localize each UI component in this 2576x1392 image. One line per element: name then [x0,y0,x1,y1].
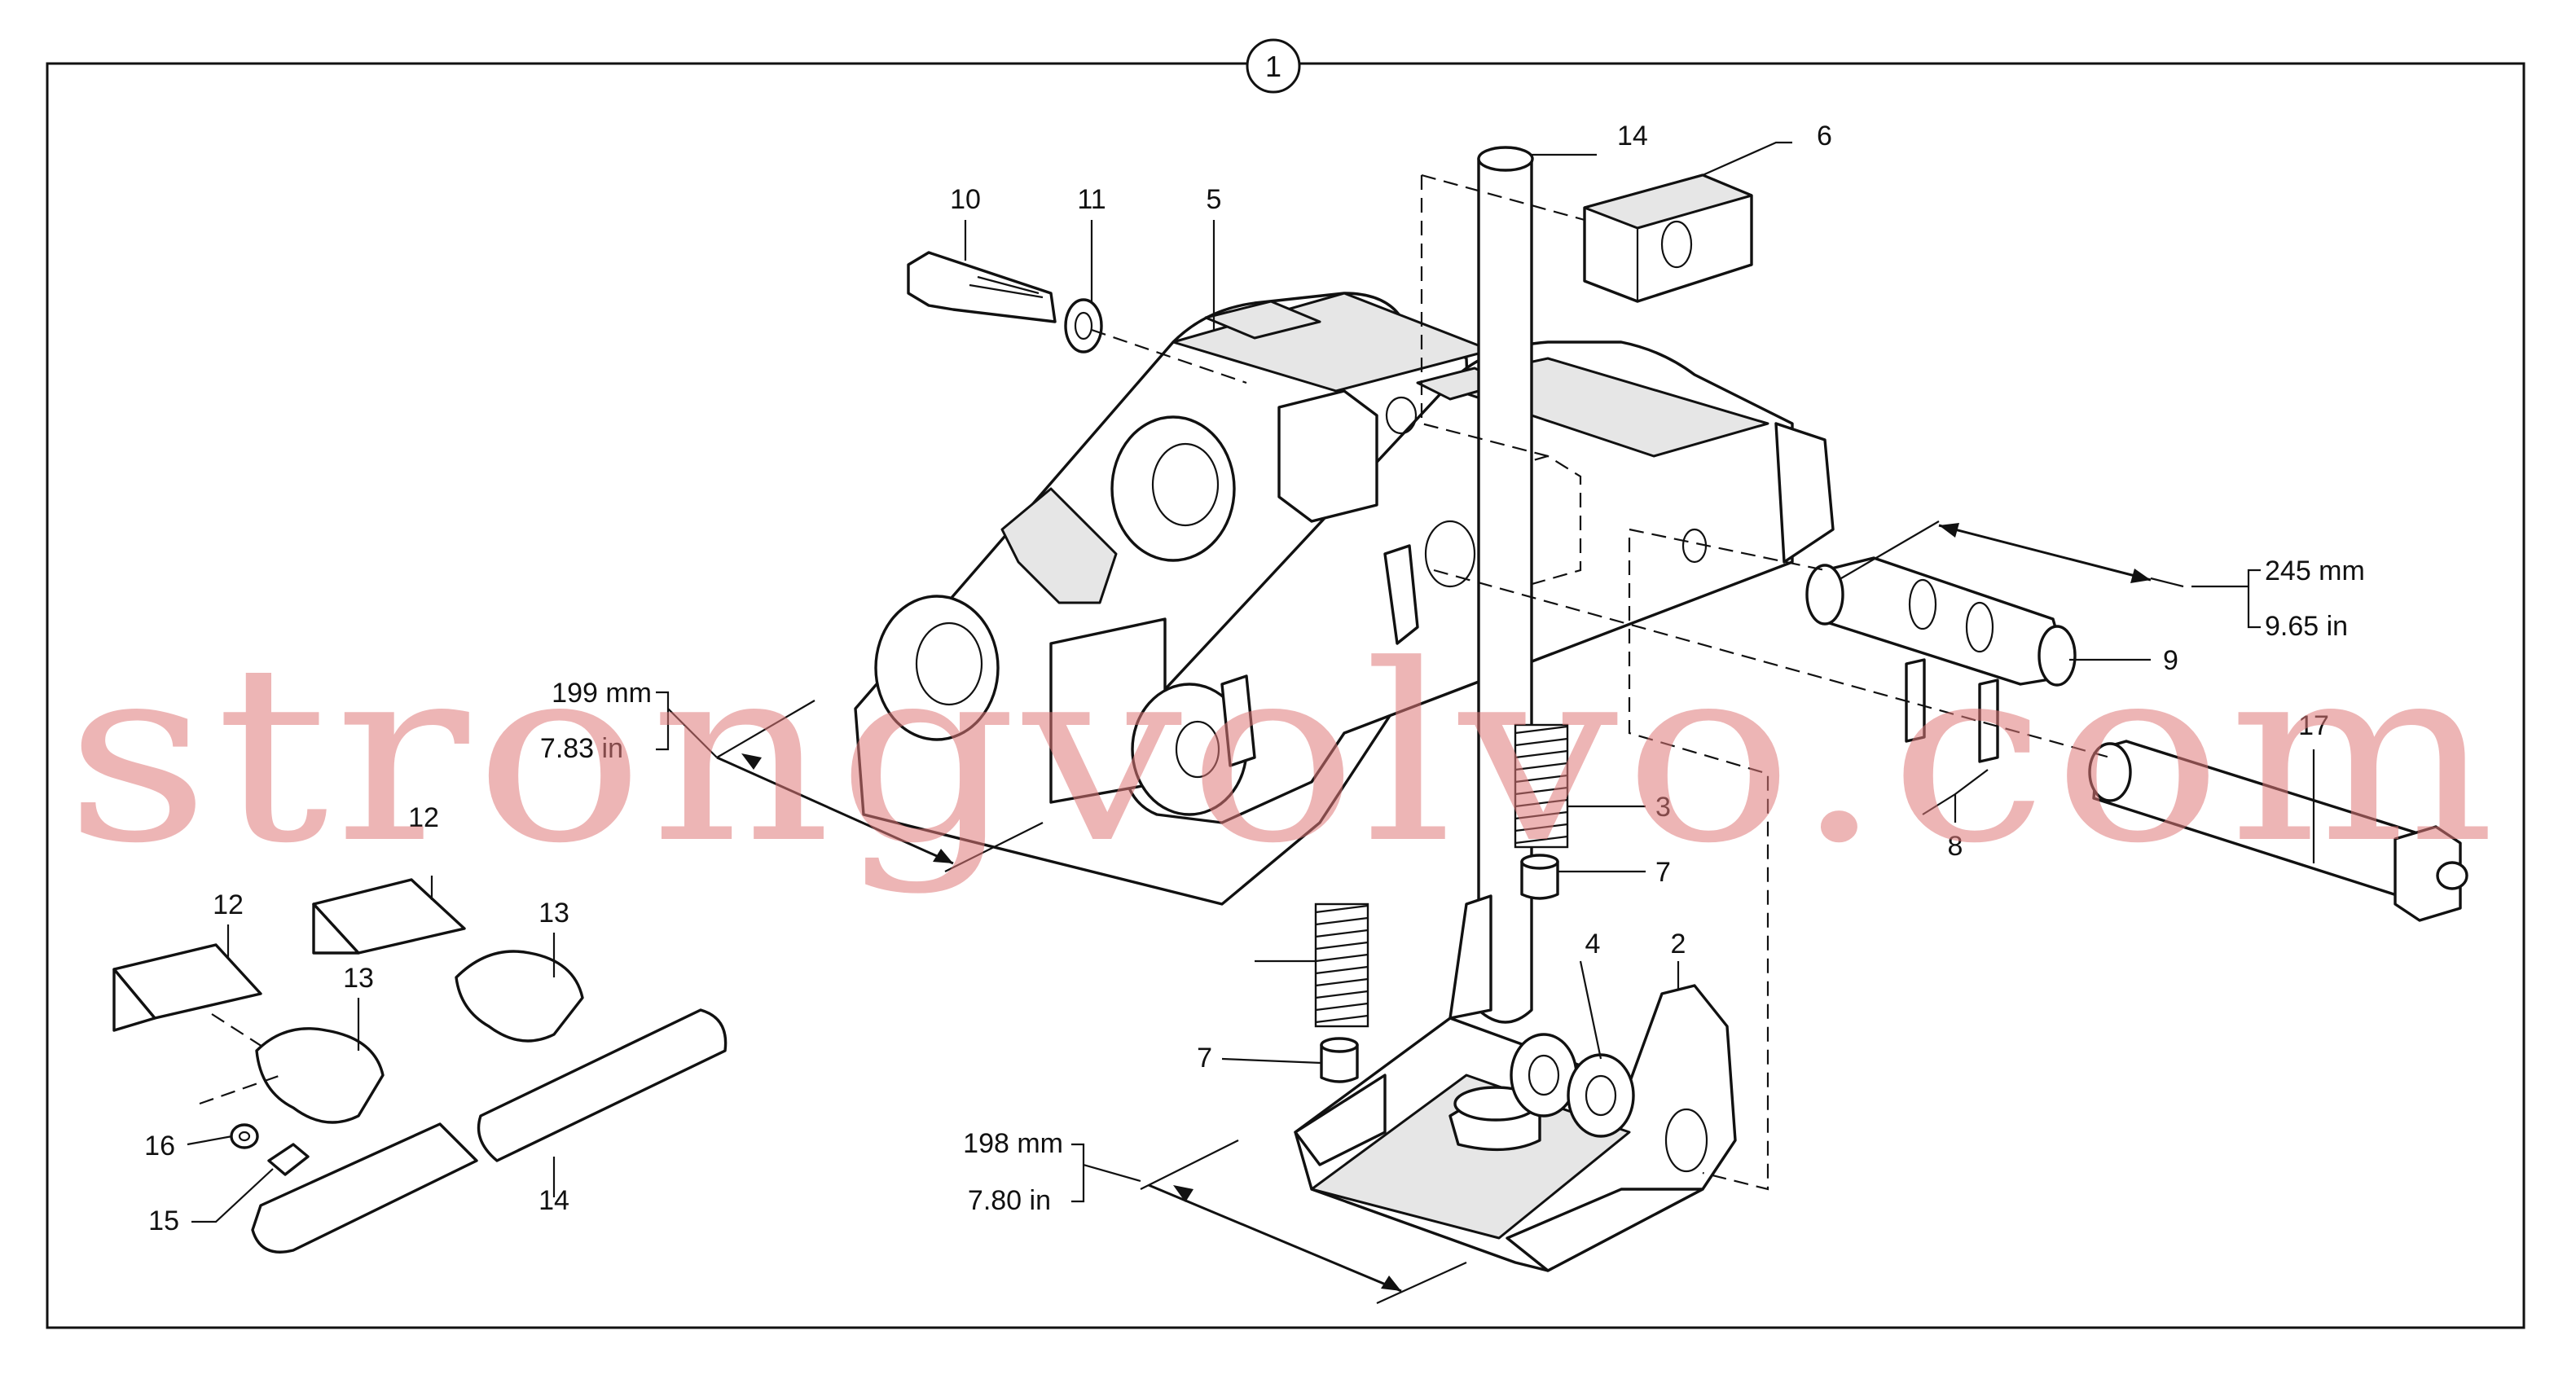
callout-7-left: 7 [1197,1043,1212,1074]
housing-side-wing [1774,422,1835,564]
view-number-badge: 1 [1246,38,1301,94]
callout-10: 10 [950,184,981,215]
callout-12-left: 12 [213,889,244,920]
housing-wedge-slot [1000,487,1118,604]
callout-2: 2 [1671,929,1686,959]
leader-lines [187,141,2315,1223]
housing-key-lower [1220,674,1256,767]
dimension-245: 245 mm 9.65 in [1840,520,2365,642]
dimension-245-imperial: 9.65 in [2265,611,2348,642]
sleeve-7-right [1520,854,1559,900]
washer-11 [1064,298,1103,353]
callout-9: 9 [2163,645,2178,676]
callout-16: 16 [144,1131,175,1161]
roll-pins-8 [1905,658,1999,763]
dimension-199-metric: 199 mm [552,678,652,709]
callout-17: 17 [2298,710,2329,741]
view-number: 1 [1265,50,1281,83]
callout-6: 6 [1817,121,1832,151]
housing-key-upper [1383,544,1419,645]
block-6 [1583,173,1753,303]
spring-3-right [1514,723,1569,849]
sleeve-7-left [1320,1037,1359,1083]
callout-3: 3 [1655,792,1671,823]
callout-11: 11 [1077,184,1106,215]
rod-14-lower [251,1008,728,1254]
callout-14-upper: 14 [1617,121,1648,151]
callout-12-right: 12 [408,802,439,833]
callout-labels: 14 6 10 11 5 9 17 8 3 7 4 2 7 12 12 13 1… [144,121,2329,1236]
callout-8: 8 [1948,831,1963,862]
washer-16 [230,1123,259,1149]
dimension-198-imperial: 7.80 in [968,1185,1051,1216]
assembly-lines [199,173,2111,1191]
watermark-text: strongvolvo.com [65,613,2501,897]
housing-hole-a [1385,396,1418,435]
housing-hole-c [1424,520,1476,588]
housing-pad-left [1204,300,1321,340]
callout-15: 15 [148,1205,179,1236]
bracket-12-right [312,878,466,955]
dimension-199: 199 mm 7.83 in [540,678,1044,872]
housing-bushing-upper [1110,415,1236,562]
callout-13-left: 13 [343,963,374,994]
dimension-199-imperial: 7.83 in [540,733,623,764]
housing-bushing-lower [874,595,1000,741]
bracket-12-left [112,943,262,1032]
pin-9 [1805,556,2077,687]
clip-13-right [455,950,584,1043]
spring-3-left [1314,902,1369,1028]
pin-17 [2088,740,2468,922]
callout-4: 4 [1585,929,1601,959]
callout-5: 5 [1207,184,1222,215]
dimension-245-metric: 245 mm [2265,555,2365,586]
callout-13-right: 13 [538,898,569,929]
housing-assembly [854,292,1835,906]
bolt-10 [907,251,1057,323]
callout-7-right: 7 [1655,857,1671,888]
callout-14-lower: 14 [538,1185,569,1216]
dimension-198-metric: 198 mm [963,1128,1063,1159]
screw-15 [267,1143,310,1176]
clip-13-left [255,1027,385,1124]
housing-block-small [1277,389,1378,523]
dimension-198: 198 mm 7.80 in [963,1128,1467,1305]
